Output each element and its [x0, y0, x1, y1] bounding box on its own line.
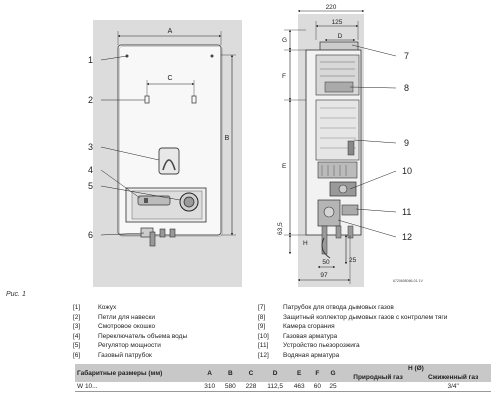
table-header-col: G — [330, 369, 336, 377]
legend-item: [7] Патрубок для отвода дымовых газов — [258, 303, 498, 313]
dim-A-label: A — [168, 28, 173, 35]
table-header-col: C — [248, 369, 254, 377]
table-cell: 3/4" — [415, 382, 491, 392]
legend-text: Газовый патрубок — [98, 351, 152, 359]
table-cell — [340, 382, 416, 392]
table-header-col: F — [315, 369, 320, 377]
legend-number: [9] — [258, 323, 266, 331]
legend-number: [12] — [258, 351, 269, 359]
table-header-col: A — [207, 369, 212, 377]
table-cell: 60 — [309, 382, 326, 392]
legend-number: [3] — [73, 323, 81, 331]
callout-4: 4 — [88, 165, 93, 175]
callout-2: 2 — [88, 95, 93, 105]
callout-3: 3 — [88, 142, 93, 152]
dim-50-label: 50 — [322, 259, 330, 266]
dim-F-label: F — [282, 73, 286, 80]
table-header-col: B — [227, 369, 233, 377]
table-header-col: E — [297, 369, 302, 377]
callout-11: 11 — [402, 207, 411, 217]
legend-text: Газовая арматура — [283, 332, 338, 340]
legend-item: [9] Камера сгорания — [258, 322, 498, 332]
dim-C-label: C — [167, 75, 172, 82]
legend-number: [10] — [258, 332, 269, 340]
legend-item: [5] Регулятор мощности — [73, 341, 253, 351]
table-cell: 580 — [219, 382, 241, 392]
table-row: W 10... 310 580 228 112,5 463 60 25 3/4" — [75, 382, 491, 392]
table-header-model: Габаритные размеры (мм) — [75, 364, 200, 382]
table-header-h: H (Ø) — [407, 365, 424, 372]
technical-diagram: A C B 1 2 3 4 5 6 220 125 D — [88, 4, 423, 287]
legend-item: [4] Переключатель объема воды — [73, 332, 253, 342]
callout-5: 5 — [88, 181, 93, 191]
legend-left: [1] Кожух [2] Петли для навески [3] Смотров… — [73, 303, 253, 361]
dim-D-label: D — [338, 33, 343, 40]
legend-text: Петли для навески — [98, 313, 155, 321]
table-cell-model: W 10... — [75, 382, 200, 392]
piezo-igniter — [341, 204, 359, 216]
legend-item: [8] Защитный коллектор дымовых газов с ко… — [258, 313, 498, 323]
table-header-lpg: Сжиженный газ — [415, 373, 491, 382]
inspection-window — [158, 147, 180, 175]
legend-number: [1] — [73, 304, 81, 311]
legend-text: Водяная арматура — [283, 351, 340, 359]
callout-9: 9 — [404, 138, 409, 148]
dim-H-label: H — [303, 240, 308, 247]
legend-text: Кожух — [98, 304, 117, 311]
table-header-natural-gas: Природный газ — [340, 373, 416, 382]
legend-item: [11] Устройство пьезорозжига — [258, 341, 498, 351]
legend-text: Устройство пьезорозжига — [283, 342, 360, 350]
front-view: A C B 1 2 3 4 5 6 — [88, 20, 242, 287]
figure-caption: Рис. 1 — [6, 291, 26, 298]
legend-item: [1] Кожух — [73, 303, 253, 313]
legend-item: [12] Водяная арматура — [258, 351, 498, 361]
legend-number: [8] — [258, 313, 266, 321]
legend-number: [6] — [73, 351, 81, 359]
table-cell: 463 — [288, 382, 310, 392]
legend-text: Патрубок для отвода дымовых газов — [283, 304, 394, 311]
callout-1: 1 — [88, 55, 93, 65]
side-view: 220 125 D — [277, 4, 423, 287]
table-header-col: D — [272, 369, 278, 377]
legend-number: [4] — [73, 332, 81, 340]
dim-220-label: 220 — [326, 4, 337, 11]
image-code: 6720608066-01.1V — [393, 279, 423, 283]
callout-7: 7 — [404, 51, 409, 61]
table-cell: 310 — [199, 382, 220, 392]
legend-number: [5] — [73, 342, 81, 350]
dim-B-label: B — [225, 135, 230, 142]
legend-number: [11] — [258, 342, 269, 350]
table-cell: 25 — [325, 382, 341, 392]
legend-text: Смотровое окошко — [98, 323, 156, 331]
legend-item: [10] Газовая арматура — [258, 332, 498, 342]
legend-item: [2] Петли для навески — [73, 313, 253, 323]
flue-outlet — [319, 41, 359, 51]
dim-125-label: 125 — [332, 19, 343, 26]
legend-right: [7] Патрубок для отвода дымовых газов [8]… — [258, 303, 498, 361]
legend-number: [7] — [258, 304, 266, 311]
casing — [117, 44, 222, 236]
legend-text: Защитный коллектор дымовых газов с контр… — [283, 313, 448, 321]
callout-12: 12 — [402, 232, 412, 242]
dim-97-label: 97 — [320, 272, 328, 279]
legend-number: [2] — [73, 313, 81, 321]
callout-6: 6 — [88, 230, 93, 240]
legend-text: Переключатель объема воды — [98, 332, 188, 340]
callout-8: 8 — [404, 83, 409, 93]
legend-item: [6] Газовый патрубок — [73, 351, 253, 361]
legend-text: Регулятор мощности — [98, 342, 161, 350]
dim-25-label: 25 — [349, 257, 357, 264]
callout-10: 10 — [402, 166, 412, 176]
legend-item: [3] Смотровое окошко — [73, 322, 253, 332]
dimensions-table: Габаритные размеры (мм) A B C D E F G H … — [75, 364, 491, 392]
dim-E-label: E — [282, 163, 287, 170]
dim-63-5-label: 63,5 — [277, 222, 284, 235]
table-cell: 228 — [240, 382, 262, 392]
legend-text: Камера сгорания — [283, 323, 335, 331]
dim-G-label: G — [282, 37, 287, 44]
table-cell: 112,5 — [261, 382, 289, 392]
